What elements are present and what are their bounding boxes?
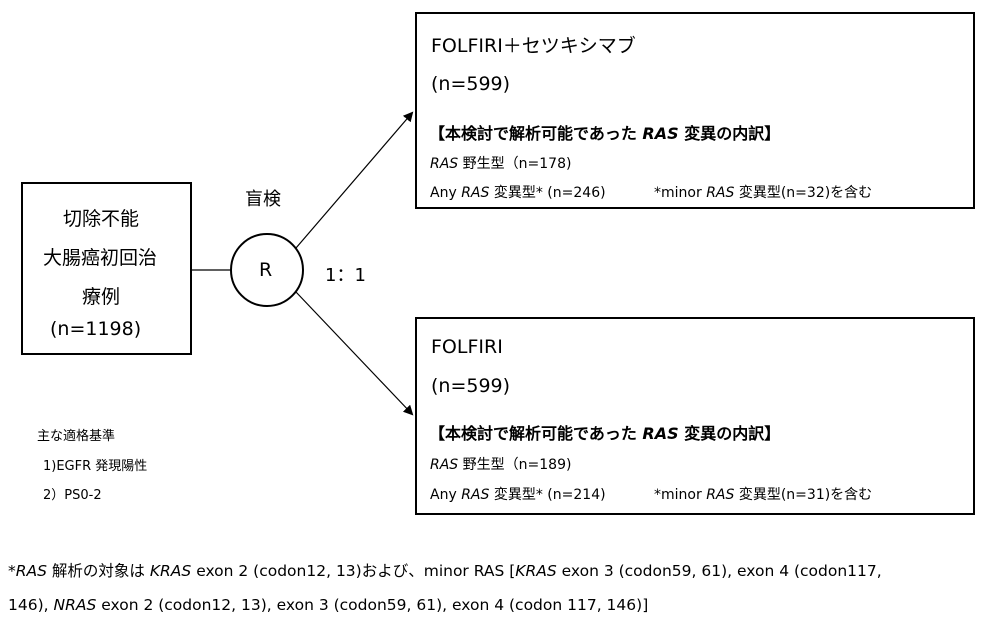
arm-top-title: FOLFIRI＋セツキシマブ: [431, 35, 636, 57]
criteria-item-1: 1)EGFR 発現陽性: [43, 459, 148, 474]
any-ras: RAS: [461, 185, 490, 201]
arrow-to-bottom-arm: [295, 291, 414, 416]
arm-bottom-n: (n=599): [431, 375, 511, 397]
arm-top-heading: 【本検討で解析可能であった RAS 変異の内訳】: [429, 120, 780, 144]
arm-bottom-box: FOLFIRI (n=599) 【本検討で解析可能であった RAS 変異の内訳】…: [415, 317, 975, 515]
heading-text: 【本検討で解析可能であった: [429, 424, 637, 443]
blind-label: 盲検: [245, 189, 281, 210]
footnote-ras: RAS: [15, 562, 47, 580]
criteria-title: 主な適格基準: [37, 429, 116, 444]
arrow-to-top-arm: [295, 111, 414, 249]
footnote-text: exon 3 (codon59, 61), exon 4 (codon117,: [561, 562, 882, 580]
any-pre: Any: [430, 185, 457, 201]
wt-ras: RAS: [430, 156, 459, 172]
arm-top-minor-mutant: *minor RAS 変異型(n=32)を含む: [654, 182, 872, 202]
footnote-text: 解析の対象は: [51, 562, 145, 580]
criteria-item-2: 2）PS0-2: [43, 488, 102, 503]
minor-ras: RAS: [706, 185, 735, 201]
any-pre: Any: [430, 487, 457, 503]
minor-post: 変異型(n=32)を含む: [738, 185, 873, 201]
heading-ras: RAS: [642, 424, 679, 443]
footnote-line-1: *RAS 解析の対象は KRAS exon 2 (codon12, 13)および…: [8, 559, 882, 581]
wt-text: 野生型（n=189): [462, 457, 572, 473]
arm-top-any-mutant: Any RAS 変異型* (n=246): [430, 182, 606, 202]
wt-text: 野生型（n=178): [462, 156, 572, 172]
heading-text: 【本検討で解析可能であった: [429, 124, 637, 143]
footnote-text: exon 2 (codon12, 13), exon 3 (codon59, 6…: [101, 596, 649, 614]
arm-bottom-any-mutant: Any RAS 変異型* (n=214): [430, 484, 606, 504]
heading-ras: RAS: [642, 124, 679, 143]
allocation-ratio: 1：1: [325, 265, 366, 286]
footnote-nras: NRAS: [53, 596, 97, 614]
footnote-kras: KRAS: [515, 562, 557, 580]
patients-line3: 療例: [82, 286, 121, 308]
footnote-star: *: [8, 562, 16, 580]
arm-bottom-wildtype: RAS 野生型（n=189): [430, 454, 571, 474]
footnote-line-2: 146), NRAS exon 2 (codon12, 13), exon 3 …: [8, 596, 648, 614]
minor-pre: *minor: [654, 185, 702, 201]
arm-top-wildtype: RAS 野生型（n=178): [430, 153, 571, 173]
minor-ras: RAS: [706, 487, 735, 503]
randomization-circle: [230, 233, 304, 307]
patient-population-box: 切除不能 大腸癌初回治 療例 (n=1198): [21, 182, 192, 355]
footnote-text: exon 2 (codon12, 13)および、minor RAS [: [196, 562, 516, 580]
footnote-text: 146),: [8, 596, 49, 614]
minor-pre: *minor: [654, 487, 702, 503]
heading-text-end: 変異の内訳】: [684, 124, 781, 143]
arm-top-box: FOLFIRI＋セツキシマブ (n=599) 【本検討で解析可能であった RAS…: [415, 12, 975, 209]
patients-line1: 切除不能: [63, 208, 140, 230]
arm-bottom-title: FOLFIRI: [431, 336, 503, 358]
any-ras: RAS: [461, 487, 490, 503]
minor-post: 変異型(n=31)を含む: [738, 487, 873, 503]
wt-ras: RAS: [430, 457, 459, 473]
randomization-node-label: R: [259, 259, 273, 281]
any-post: 変異型* (n=214): [493, 487, 606, 503]
arm-top-n: (n=599): [431, 73, 511, 95]
footnote-kras: KRAS: [149, 562, 192, 580]
patients-line2: 大腸癌初回治: [43, 247, 158, 269]
heading-text-end: 変異の内訳】: [684, 424, 781, 443]
any-post: 変異型* (n=246): [493, 185, 606, 201]
arm-bottom-minor-mutant: *minor RAS 変異型(n=31)を含む: [654, 484, 872, 504]
patients-count: (n=1198): [50, 318, 142, 340]
arm-bottom-heading: 【本検討で解析可能であった RAS 変異の内訳】: [429, 420, 780, 444]
